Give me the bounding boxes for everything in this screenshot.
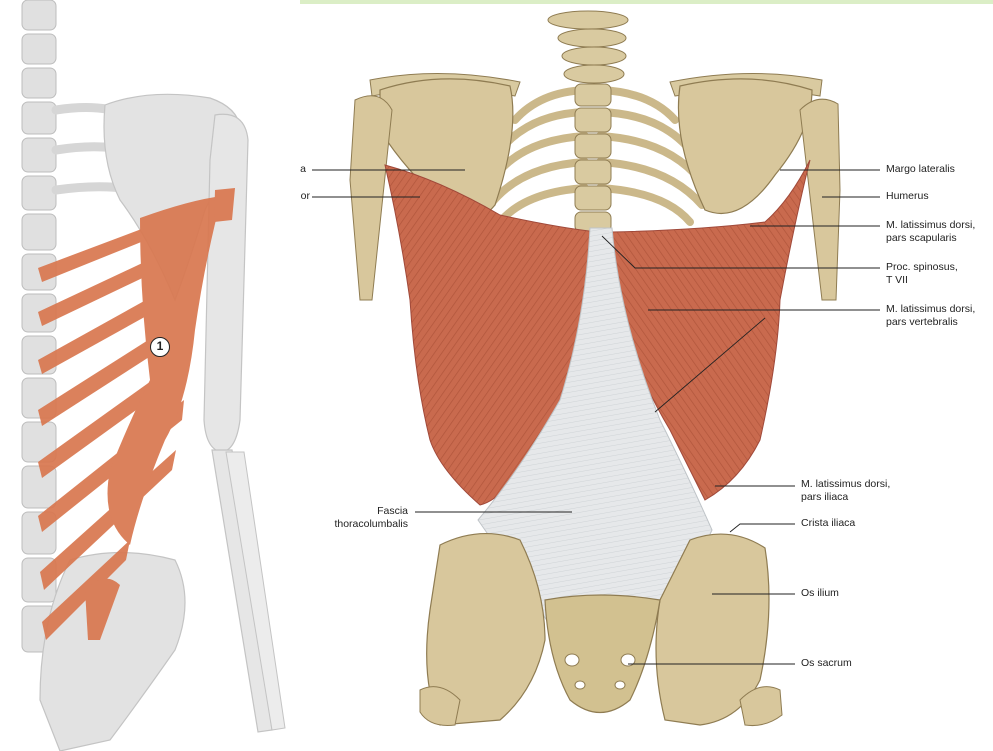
label-left-or: or: [300, 190, 310, 202]
left-humerus: [349, 95, 393, 301]
label-margo-lateralis: Margo lateralis: [886, 163, 955, 175]
sacral-foramina: [564, 653, 636, 690]
header-accent-bar: [300, 0, 993, 4]
label-fascia-thoracolumbalis: Fascia thoracolumbalis: [334, 505, 408, 530]
ghost-humerus: [203, 113, 249, 453]
right-scapula: [677, 78, 813, 214]
sacrum: [544, 594, 661, 713]
ghost-forearm-2: [225, 451, 286, 731]
left-panel: [21, 0, 286, 751]
label-latissimus-vertebralis: M. latissimus dorsi, pars vertebralis: [886, 303, 976, 328]
latissimus-right: [609, 159, 811, 501]
label-crista-iliaca: Crista iliaca: [801, 517, 856, 529]
label-left-a: a: [300, 163, 306, 175]
label-proc-spinosus: Proc. spinosus, T VII: [886, 261, 958, 286]
label-os-ilium: Os ilium: [801, 587, 839, 599]
label-latissimus-iliaca: M. latissimus dorsi, pars iliaca: [801, 478, 891, 503]
femur-heads: [419, 686, 783, 726]
label-os-sacrum: Os sacrum: [801, 657, 852, 669]
thoracic-spine: [574, 83, 612, 233]
origin-marker: 1: [150, 337, 170, 357]
pelvis-right-ilium: [655, 533, 770, 726]
label-latissimus-scapularis: M. latissimus dorsi, pars scapularis: [886, 219, 976, 244]
right-humerus: [799, 98, 841, 301]
right-panel: [349, 10, 841, 726]
ghost-spine: [21, 0, 57, 653]
cervical-spine: [547, 10, 629, 84]
label-humerus: Humerus: [886, 190, 929, 202]
pelvis-left-ilium: [426, 533, 546, 726]
leader-lines: [312, 169, 880, 665]
